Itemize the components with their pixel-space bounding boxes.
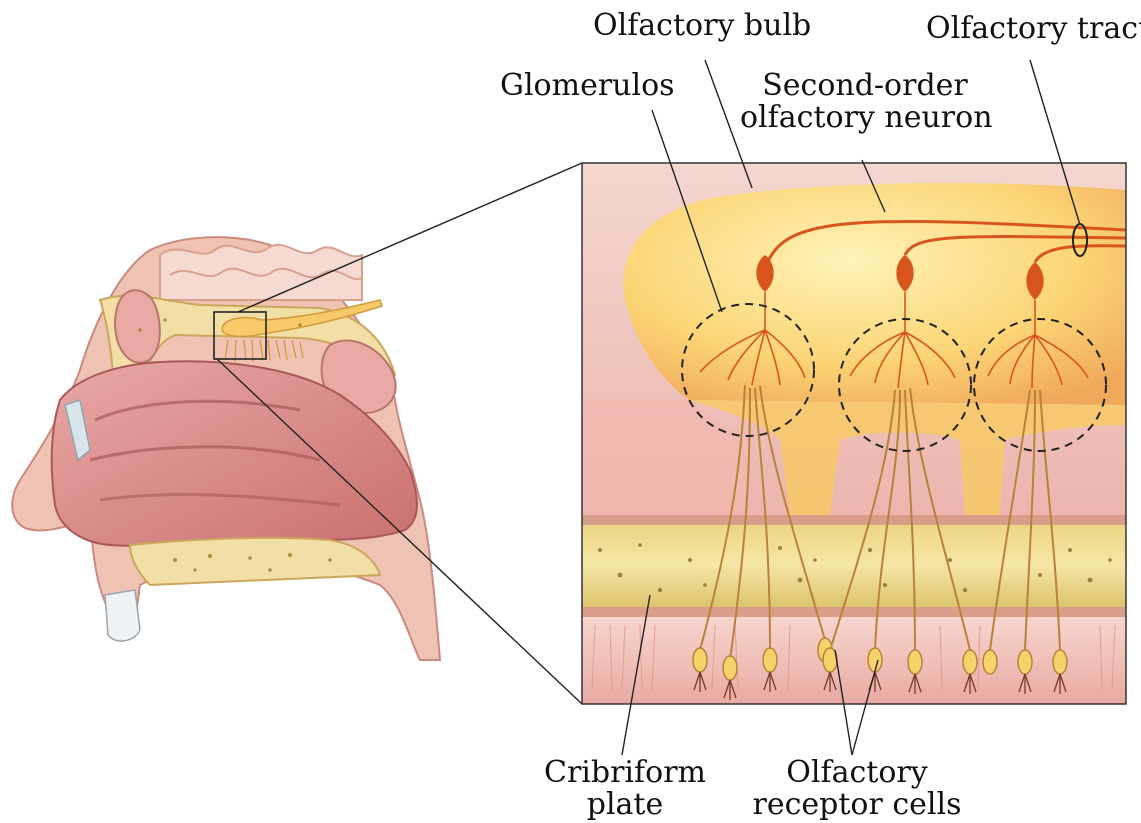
cribriform-plate-band bbox=[582, 515, 1126, 615]
label-cribriform-line1: Cribriform bbox=[540, 757, 710, 789]
label-second-order-neuron: Second-order olfactory neuron bbox=[740, 70, 990, 134]
label-olfactory-tract: Olfactory tract bbox=[926, 13, 1141, 45]
magnified-panel bbox=[582, 163, 1126, 704]
label-receptor-line1: Olfactory bbox=[752, 757, 962, 789]
label-second-order-line2: olfactory neuron bbox=[740, 102, 990, 134]
tooth bbox=[105, 590, 140, 641]
label-cribriform-line2: plate bbox=[540, 789, 710, 821]
frontal-sinus bbox=[115, 290, 160, 362]
label-second-order-line1: Second-order bbox=[740, 70, 990, 102]
label-olfactory-receptor-cells: Olfactory receptor cells bbox=[752, 757, 962, 821]
head-cross-section bbox=[12, 237, 440, 660]
label-cribriform-plate: Cribriform plate bbox=[540, 757, 710, 821]
olfactory-bulb-shape bbox=[623, 183, 1126, 405]
olfactory-epithelium bbox=[582, 617, 1126, 704]
label-receptor-line2: receptor cells bbox=[752, 789, 962, 821]
hard-palate bbox=[130, 538, 380, 585]
label-olfactory-bulb: Olfactory bulb bbox=[593, 10, 811, 42]
label-glomerulos: Glomerulos bbox=[500, 70, 675, 102]
